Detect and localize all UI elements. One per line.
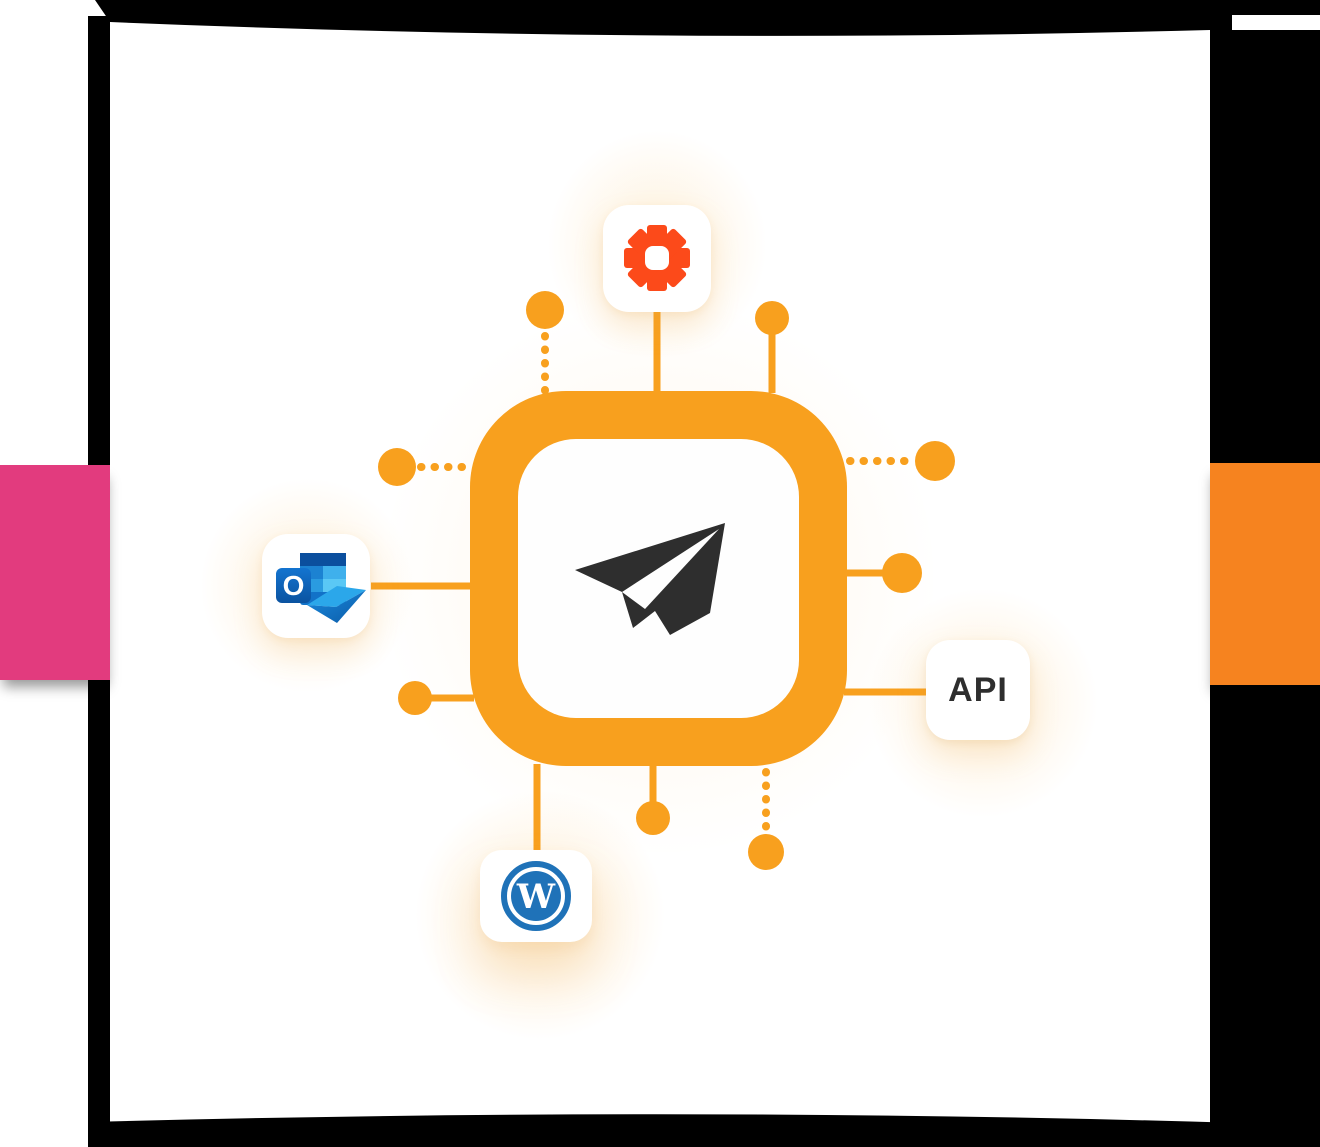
connector-dot — [636, 801, 670, 835]
outlook-envelope-flap — [307, 586, 366, 607]
frame-bottom-border — [88, 1114, 1320, 1147]
wordpress-card: W — [480, 850, 592, 942]
outlook-icon: O — [276, 553, 366, 623]
frame-top-border — [95, 0, 1320, 36]
outlook-document-top — [300, 553, 346, 566]
telegram-hub — [470, 391, 847, 766]
telegram-plane-icon — [575, 523, 725, 635]
connector-dot — [748, 834, 784, 870]
wordpress-icon: W — [501, 861, 571, 931]
outlook-tile — [323, 566, 346, 579]
telegram-hub-inner — [518, 439, 799, 718]
connector-dots — [378, 291, 955, 870]
connector-dot — [882, 553, 922, 593]
right-accent-bar — [1210, 463, 1320, 685]
api-card: API — [926, 640, 1030, 740]
plane-fold-highlight — [622, 529, 719, 609]
zapier-card — [603, 205, 711, 312]
dotted-connectors — [417, 332, 915, 836]
connector-dot — [398, 681, 432, 715]
zapier-center-hole — [645, 246, 669, 270]
outlook-letter: O — [283, 570, 305, 601]
zapier-asterisk-icon — [624, 225, 690, 291]
connector-dot — [755, 301, 789, 335]
api-label: API — [948, 670, 1008, 709]
outlook-front-square — [276, 568, 311, 603]
outlook-envelope-body — [307, 590, 366, 623]
left-accent-bar — [0, 465, 110, 680]
wordpress-disc — [511, 871, 561, 921]
connector-dot — [915, 441, 955, 481]
wordpress-letter: W — [516, 877, 556, 917]
connector-dot — [526, 291, 564, 329]
outlook-card: O — [262, 534, 370, 638]
connector-dot — [378, 448, 416, 486]
